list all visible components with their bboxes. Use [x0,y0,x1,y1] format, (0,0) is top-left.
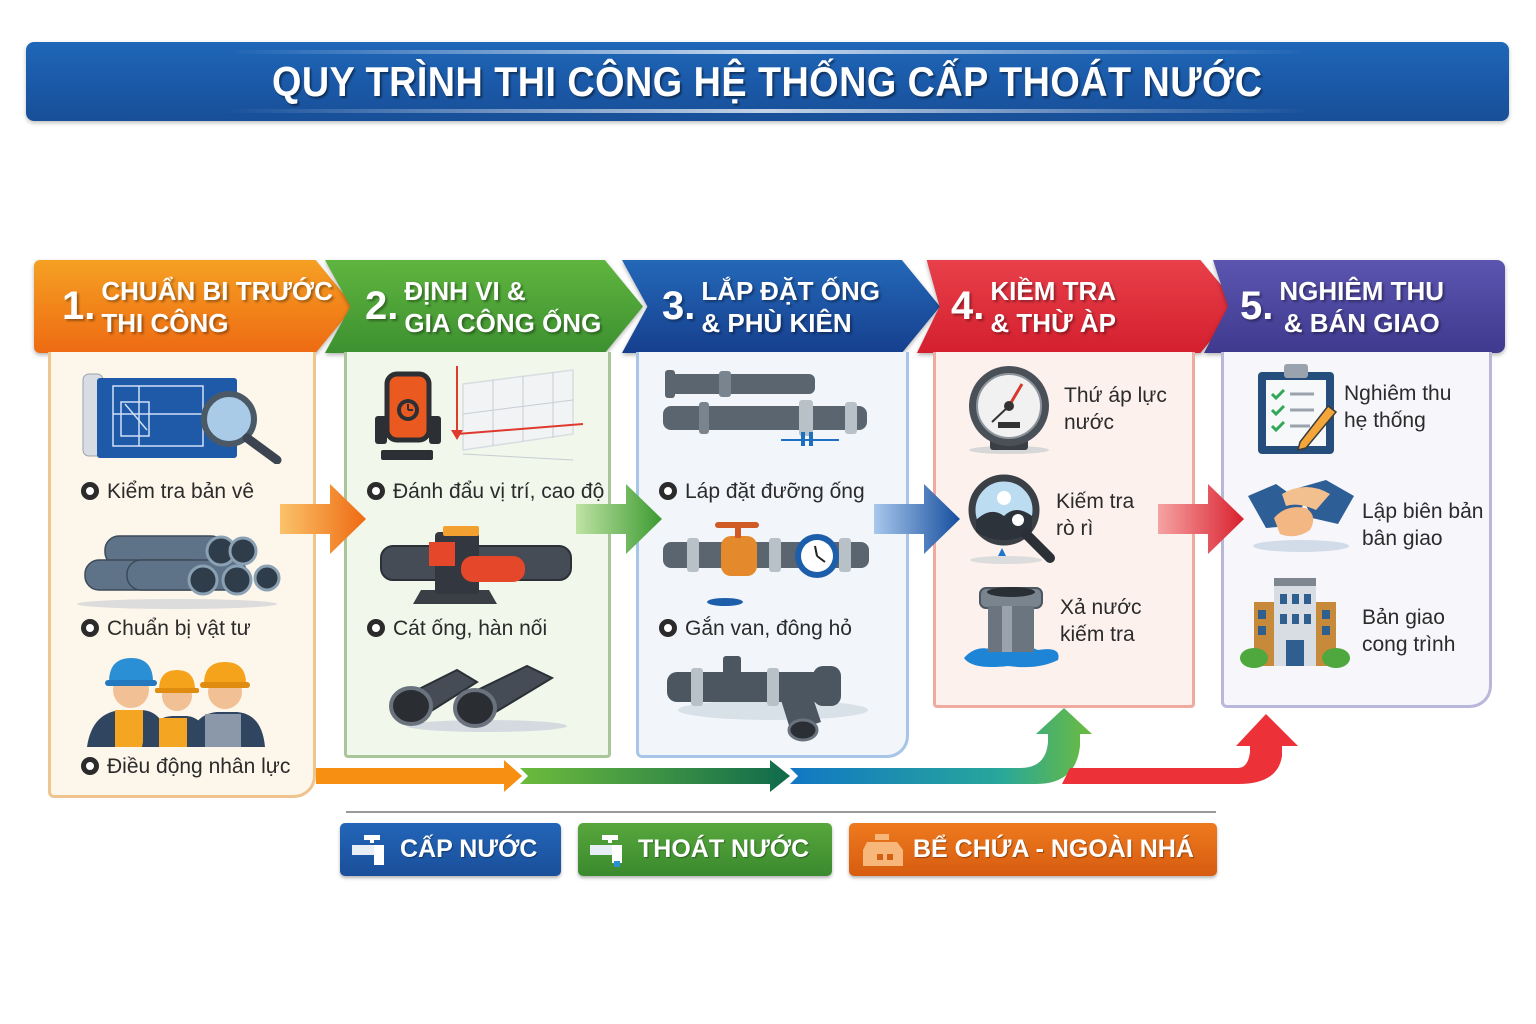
step-title: KIỀM TRA& THỪ ÀP [990,275,1117,338]
pipes-clamp-icon [663,370,867,446]
legend-be-chua-ngoai-nha: BỂ CHỨA - NGOÀI NHÁ [849,823,1217,876]
bullet-icon [81,757,99,775]
step-3-card: Láp đặt đưỡng ống Gắn van, đông hỏ [636,352,909,758]
laser-level-icon [375,366,583,461]
bullet-icon [367,619,385,637]
drain-pipe-icon [964,587,1059,668]
step-3-header: 3. LẮP ĐẶT ỐNG& PHÙ KIÊN [622,260,940,353]
step-2-item-2: Cát ống, hàn nối [367,617,547,641]
water-tank-icon [863,833,903,866]
faucet-icon [352,834,384,865]
arrow-step2-to-3-icon [576,484,662,554]
handshake-icon [1248,480,1354,552]
step-1-item-3: Điều động nhân lực [81,755,290,779]
step-1-card: Kiểm tra bản vê Chuẩn bị vật tư [48,352,316,798]
step-number: 1. [62,284,96,328]
step-title: ĐỊNH VI &GIA CÔNG ỐNG [404,275,602,338]
step-1-item-2: Chuẩn bị vật tư [81,617,251,641]
process-flow-arrows [316,708,1298,792]
blueprint-magnifier-icon [82,373,282,464]
legend-cap-nuoc: CẤP NƯỚC [340,823,561,876]
pressure-gauge-icon [969,366,1049,454]
step-number: 2. [365,284,399,328]
arrow-step4-to-5-icon [1158,484,1244,554]
step-4-header: 4. KIỀM TRA& THỪ ÀP [917,260,1239,353]
valve-meter-icon [663,522,869,606]
workers-icon [87,658,265,747]
faucet-drain-icon [590,834,622,867]
step-3-item-1: Láp đặt đưỡng ống [659,480,865,504]
bullet-icon [659,482,677,500]
legend-label: THOÁT NƯỚC [638,835,810,863]
bullet-icon [367,482,385,500]
page-title: QUY TRÌNH THI CÔNG HỆ THỐNG CẤP THOÁT NƯ… [272,57,1263,105]
legend-thoat-nuoc: THOÁT NƯỚC [578,823,832,876]
bullet-icon [81,482,99,500]
step-title: LẮP ĐẶT ỐNG& PHÙ KIÊN [701,275,880,338]
step-2-item-1: Đánh đẩu vị trí, cao độ [367,480,604,504]
step-5-header: 5. NGHIÊM THU& BÁN GIAO [1204,260,1505,353]
divider [346,811,1216,813]
legend-label: CẤP NƯỚC [400,835,538,863]
title-banner: QUY TRÌNH THI CÔNG HỆ THỐNG CẤP THOÁT NƯ… [26,42,1509,121]
pipe-fittings-icon [389,664,567,732]
leak-magnifier-icon [968,474,1055,564]
bullet-icon [659,619,677,637]
step-2-card: Đánh đẩu vị trí, cao độ Cát ống, hàn nối [344,352,611,758]
checklist-clipboard-icon [1258,364,1338,454]
step-2-header: 2. ĐỊNH VI &GIA CÔNG ỐNG [325,260,643,353]
bullet-icon [81,619,99,637]
legend-label: BỂ CHỨA - NGOÀI NHÁ [913,835,1194,863]
step-1-item-1: Kiểm tra bản vê [81,480,254,504]
step-number: 3. [662,284,696,328]
arrow-step1-to-2-icon [280,484,366,554]
building-icon [1240,578,1350,668]
arrow-step3-to-4-icon [874,484,960,554]
step-number: 5. [1240,284,1274,328]
pipe-stack-icon [77,535,281,609]
pipe-cutter-icon [380,526,572,604]
step-number: 4. [951,284,985,328]
step-3-item-2: Gắn van, đông hỏ [659,617,852,641]
step-title: NGHIÊM THU& BÁN GIAO [1279,275,1445,338]
tee-fitting-icon [667,656,868,742]
